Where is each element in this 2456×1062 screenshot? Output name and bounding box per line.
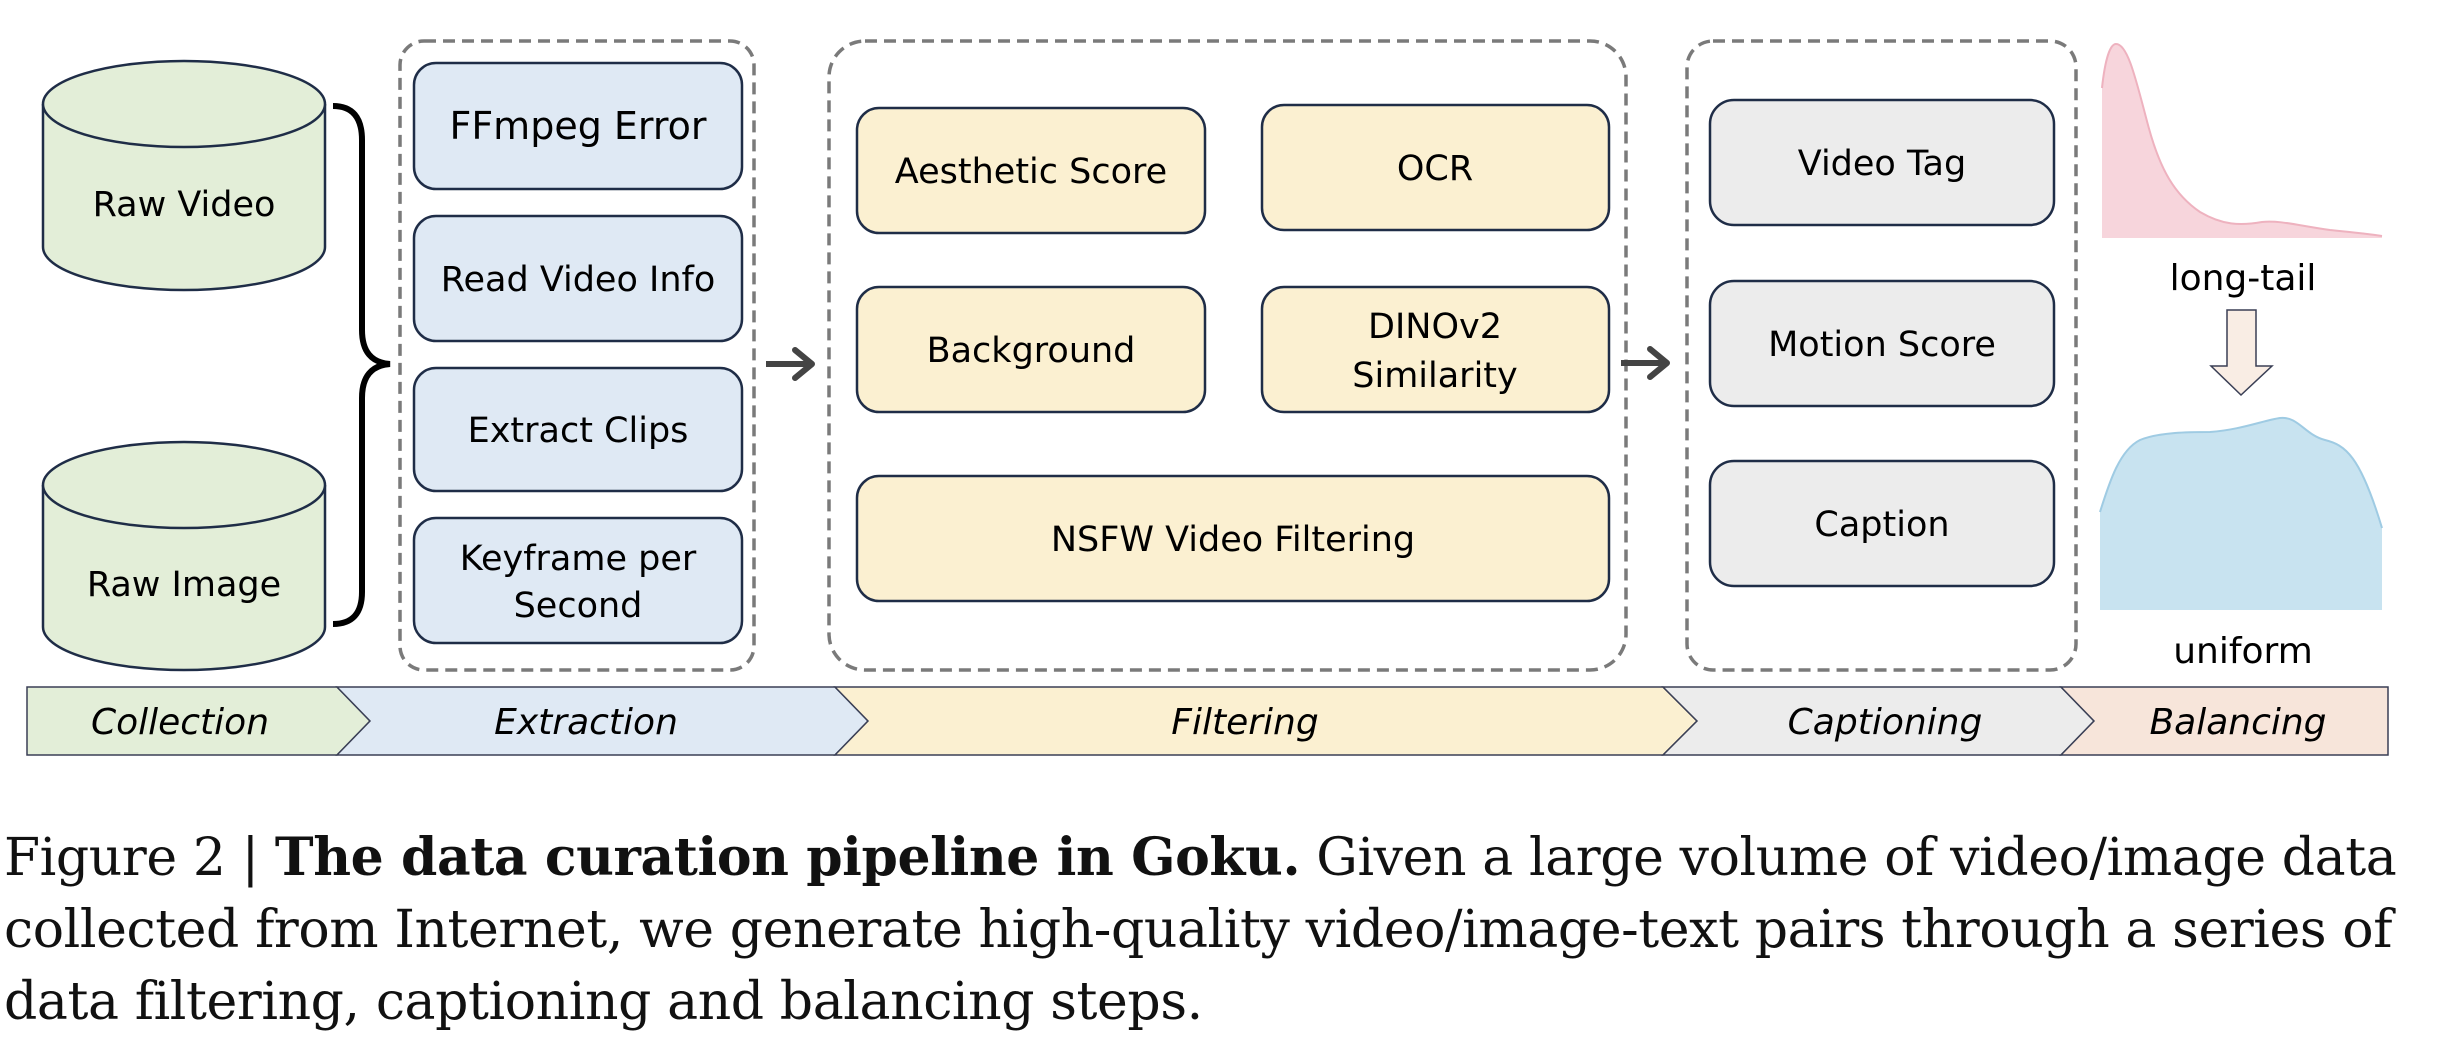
svg-text:NSFW Video Filtering: NSFW Video Filtering	[1051, 520, 1415, 560]
caption-prefix: Figure 2 |	[4, 828, 275, 888]
raw-image-cylinder: Raw Image	[41, 440, 327, 672]
cylinder-top	[41, 440, 327, 530]
caption-line-1: Figure 2 | The data curation pipeline in…	[4, 822, 2454, 894]
filtering-step-ocr: OCR	[1260, 103, 1611, 232]
caption-title: The data curation pipeline in Goku.	[274, 827, 1301, 888]
stage-label-extraction: Extraction	[494, 702, 678, 743]
caption-line-1-rest: Given a large volume of video/image data	[1300, 828, 2397, 888]
figure-caption: Figure 2 | The data curation pipeline in…	[4, 822, 2454, 1038]
caption-line-3: data filtering, captioning and balancing…	[4, 972, 1203, 1032]
cylinder-body	[41, 485, 327, 672]
captioning-step-motion-score: Motion Score	[1708, 279, 2056, 408]
extraction-group-frame	[398, 39, 756, 672]
extraction-step-extract-clips: Extract Clips	[412, 366, 744, 493]
filtering-step-aesthetic-score: Aesthetic Score	[855, 106, 1207, 235]
stage-label-filtering: Filtering	[1171, 702, 1318, 743]
svg-text:Caption: Caption	[1814, 505, 1949, 545]
svg-text:DINOv2: DINOv2	[1368, 307, 1502, 347]
filtering-step-dinov2-similarity: DINOv2 Similarity	[1260, 285, 1611, 414]
captioning-group-frame	[1685, 39, 2078, 672]
arrow-down-icon	[2209, 309, 2274, 397]
stage-bar: Collection Extraction Filtering Captioni…	[26, 686, 2389, 756]
uniform-curve	[2099, 416, 2383, 529]
stage-balancing	[2059, 686, 2389, 756]
captioning-step-video-tag: Video Tag	[1708, 98, 2056, 227]
long-tail-area	[2102, 44, 2382, 238]
svg-text:Read Video Info: Read Video Info	[441, 260, 716, 300]
long-tail-distribution	[2101, 42, 2383, 238]
captioning-step-caption: Caption	[1708, 459, 2056, 588]
curly-brace-icon	[332, 103, 391, 627]
svg-text:OCR: OCR	[1397, 149, 1473, 189]
uniform-area	[2100, 417, 2382, 610]
uniform-label: uniform	[2173, 631, 2313, 672]
svg-text:Keyframe per: Keyframe per	[460, 539, 697, 579]
raw-image-label: Raw Image	[87, 565, 281, 605]
caption-line-2: collected from Internet, we generate hig…	[4, 900, 2393, 960]
stage-label-balancing: Balancing	[2149, 702, 2326, 743]
stage-label-captioning: Captioning	[1788, 702, 1983, 743]
arrow-right-icon	[766, 347, 815, 381]
svg-text:Motion Score: Motion Score	[1768, 325, 1996, 365]
cylinder-top	[41, 59, 327, 149]
svg-text:FFmpeg Error: FFmpeg Error	[449, 104, 706, 148]
pipeline-diagram: Raw Video Raw Image FFmpeg Error Read Vi…	[26, 39, 2389, 756]
svg-text:Aesthetic Score: Aesthetic Score	[895, 152, 1167, 192]
raw-video-label: Raw Video	[93, 185, 276, 225]
svg-text:Extract Clips: Extract Clips	[468, 411, 689, 451]
svg-text:Second: Second	[514, 586, 643, 626]
svg-text:Similarity: Similarity	[1352, 356, 1517, 396]
uniform-distribution	[2099, 416, 2383, 610]
extraction-step-keyframe-per-second: Keyframe per Second	[412, 516, 744, 645]
svg-text:Video Tag: Video Tag	[1798, 144, 1966, 184]
filtering-group-frame	[827, 39, 1628, 672]
extraction-step-read-video-info: Read Video Info	[412, 214, 744, 343]
arrow-right-icon	[1621, 346, 1670, 380]
stage-label-collection: Collection	[91, 702, 269, 743]
svg-text:Background: Background	[927, 331, 1136, 371]
extraction-step-ffmpeg-error: FFmpeg Error	[412, 61, 744, 191]
cylinder-body	[41, 104, 327, 292]
filtering-step-nsfw-video-filtering: NSFW Video Filtering	[855, 474, 1611, 603]
raw-video-cylinder: Raw Video	[41, 59, 327, 292]
filtering-step-background: Background	[855, 285, 1207, 414]
long-tail-curve	[2101, 42, 2383, 237]
long-tail-label: long-tail	[2170, 258, 2317, 299]
